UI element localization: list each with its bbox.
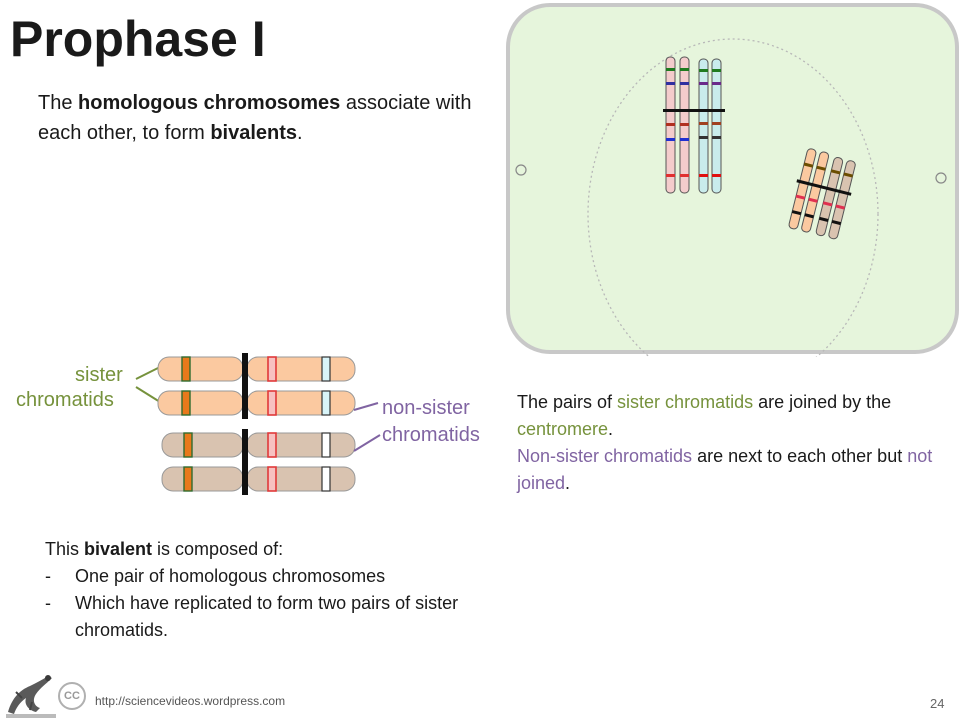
bivalent-upper: [663, 56, 725, 194]
chromatid-tan-2: [161, 466, 356, 492]
cell-membrane: [506, 3, 959, 354]
chromatid-peach-1: [157, 356, 356, 382]
centromere-upper: [242, 353, 248, 419]
pointer-sister-2: [135, 386, 161, 403]
page-number: 24: [930, 696, 945, 711]
label-chromatids: chromatids: [16, 389, 114, 411]
bivalent-composition: This bivalent is composed of: -One pair …: [45, 536, 505, 644]
nonsister-text: Non-sister chromatids are next to each o…: [517, 446, 933, 493]
centriole-left: [515, 164, 527, 176]
centromere-explanation: The pairs of sister chromatids are joine…: [517, 389, 957, 497]
centriole-right: [935, 172, 947, 184]
composition-list: -One pair of homologous chromosomes -Whi…: [45, 563, 505, 644]
pointer-sister-1: [135, 366, 161, 380]
intro-text: The homologous chromosomes associate wit…: [38, 92, 472, 144]
label-non-sister: non-sister: [382, 397, 470, 419]
source-url[interactable]: http://sciencevideos.wordpress.com: [95, 694, 286, 708]
cc-license-icon: CC: [58, 682, 86, 710]
lizard-logo: [2, 668, 60, 720]
sister-joined-text: The pairs of sister chromatids are joine…: [517, 392, 892, 439]
bivalent-lower: [788, 148, 856, 240]
slide-title: Prophase I: [10, 11, 266, 67]
list-item: -Which have replicated to form two pairs…: [45, 593, 459, 640]
chromatid-peach-2: [157, 390, 356, 416]
chromatid-tan-1: [161, 432, 356, 458]
centromere-lower: [242, 429, 248, 495]
pointer-nonsister-2: [353, 434, 381, 452]
pointer-nonsister-1: [353, 402, 379, 411]
composition-intro: This bivalent is composed of:: [45, 539, 284, 559]
bivalent-diagram: sister chromatids non-sister chromatids: [16, 353, 480, 495]
spindle-outline: [587, 38, 879, 357]
label-sister: sister: [75, 364, 123, 386]
cell-diagram: [506, 3, 959, 357]
label-non-sister-chromatids: chromatids: [382, 424, 480, 446]
list-item: -One pair of homologous chromosomes: [45, 566, 386, 586]
